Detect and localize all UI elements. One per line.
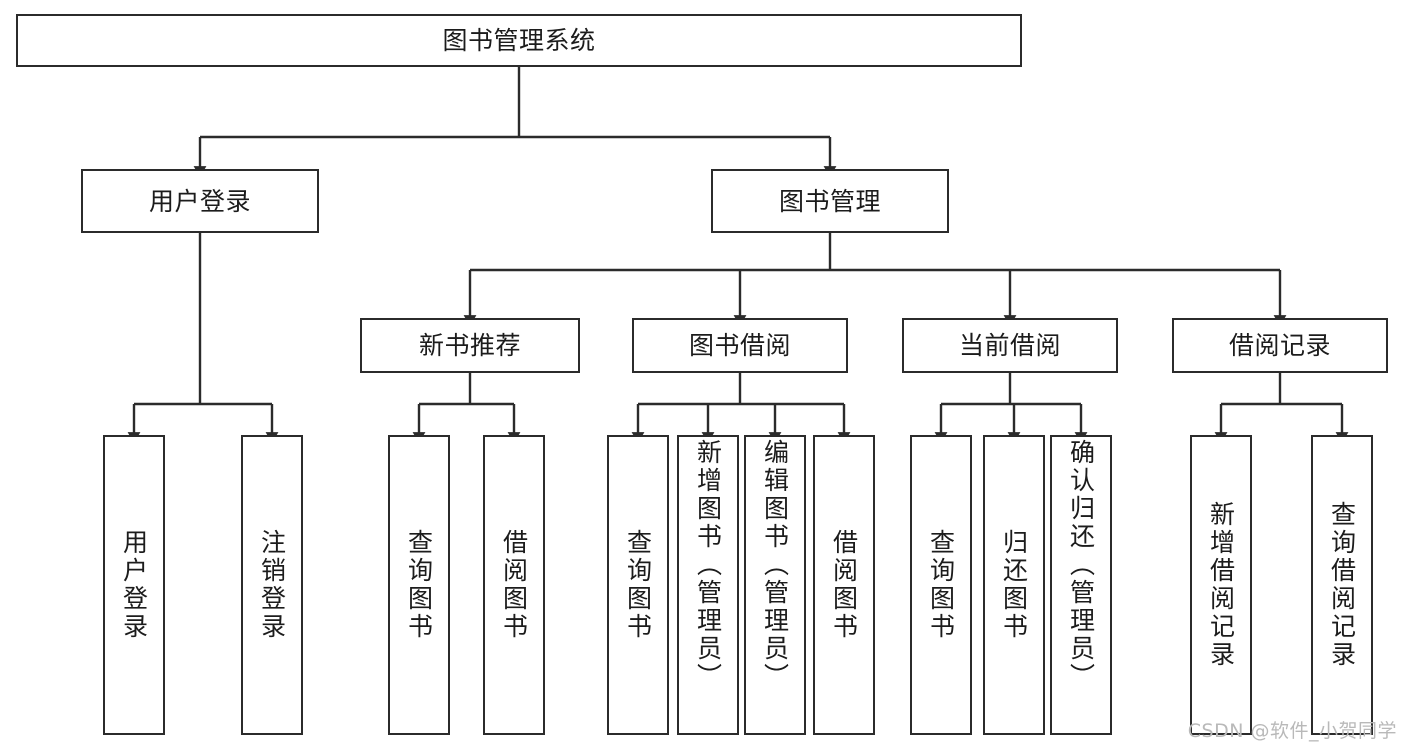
node-label: 新增图书（管理员）	[693, 439, 723, 691]
leaf-node-leaf-edit-book[interactable]: 编辑图书（管理员）	[744, 435, 806, 735]
node-label: 用户登录	[119, 529, 149, 641]
node-root[interactable]: 图书管理系统	[16, 14, 1022, 67]
watermark-text: CSDN @软件_小贺同学	[1187, 720, 1397, 742]
leaf-node-leaf-confirm-return[interactable]: 确认归还（管理员）	[1050, 435, 1112, 735]
node-label: 图书借阅	[688, 331, 791, 360]
node-label: 当前借阅	[958, 331, 1061, 360]
node-borrow-record[interactable]: 借阅记录	[1172, 318, 1388, 373]
node-current-borrow[interactable]: 当前借阅	[902, 318, 1118, 373]
wire-group	[127, 67, 1349, 444]
node-label: 查询图书	[404, 529, 434, 641]
node-label: 新增借阅记录	[1206, 501, 1236, 669]
leaf-node-leaf-query-book-1[interactable]: 查询图书	[388, 435, 450, 735]
leaf-node-leaf-add-book[interactable]: 新增图书（管理员）	[677, 435, 739, 735]
leaf-node-leaf-return-book[interactable]: 归还图书	[983, 435, 1045, 735]
leaf-node-leaf-query-book-2[interactable]: 查询图书	[607, 435, 669, 735]
node-label: 查询图书	[926, 529, 956, 641]
node-label: 查询借阅记录	[1327, 501, 1357, 669]
node-label: 注销登录	[257, 529, 287, 641]
leaf-node-leaf-add-record[interactable]: 新增借阅记录	[1190, 435, 1252, 735]
leaf-node-leaf-query-book-3[interactable]: 查询图书	[910, 435, 972, 735]
leaf-node-leaf-logout[interactable]: 注销登录	[241, 435, 303, 735]
node-label: 归还图书	[999, 529, 1029, 641]
leaf-node-leaf-borrow-book-1[interactable]: 借阅图书	[483, 435, 545, 735]
leaf-node-leaf-user-login[interactable]: 用户登录	[103, 435, 165, 735]
node-label: 新书推荐	[418, 331, 521, 360]
node-label: 借阅图书	[499, 529, 529, 641]
node-label: 借阅记录	[1228, 331, 1331, 360]
node-book-manage[interactable]: 图书管理	[711, 169, 949, 233]
node-label: 图书管理	[778, 186, 881, 216]
node-label: 用户登录	[148, 186, 251, 216]
node-label: 图书管理系统	[442, 26, 596, 55]
node-label: 编辑图书（管理员）	[760, 439, 790, 691]
node-new-book-rec[interactable]: 新书推荐	[360, 318, 580, 373]
leaf-node-leaf-query-record[interactable]: 查询借阅记录	[1311, 435, 1373, 735]
node-label: 借阅图书	[829, 529, 859, 641]
leaf-node-leaf-borrow-book-2[interactable]: 借阅图书	[813, 435, 875, 735]
node-user-login[interactable]: 用户登录	[81, 169, 319, 233]
node-label: 确认归还（管理员）	[1066, 439, 1096, 691]
node-label: 查询图书	[623, 529, 653, 641]
node-book-borrow[interactable]: 图书借阅	[632, 318, 848, 373]
